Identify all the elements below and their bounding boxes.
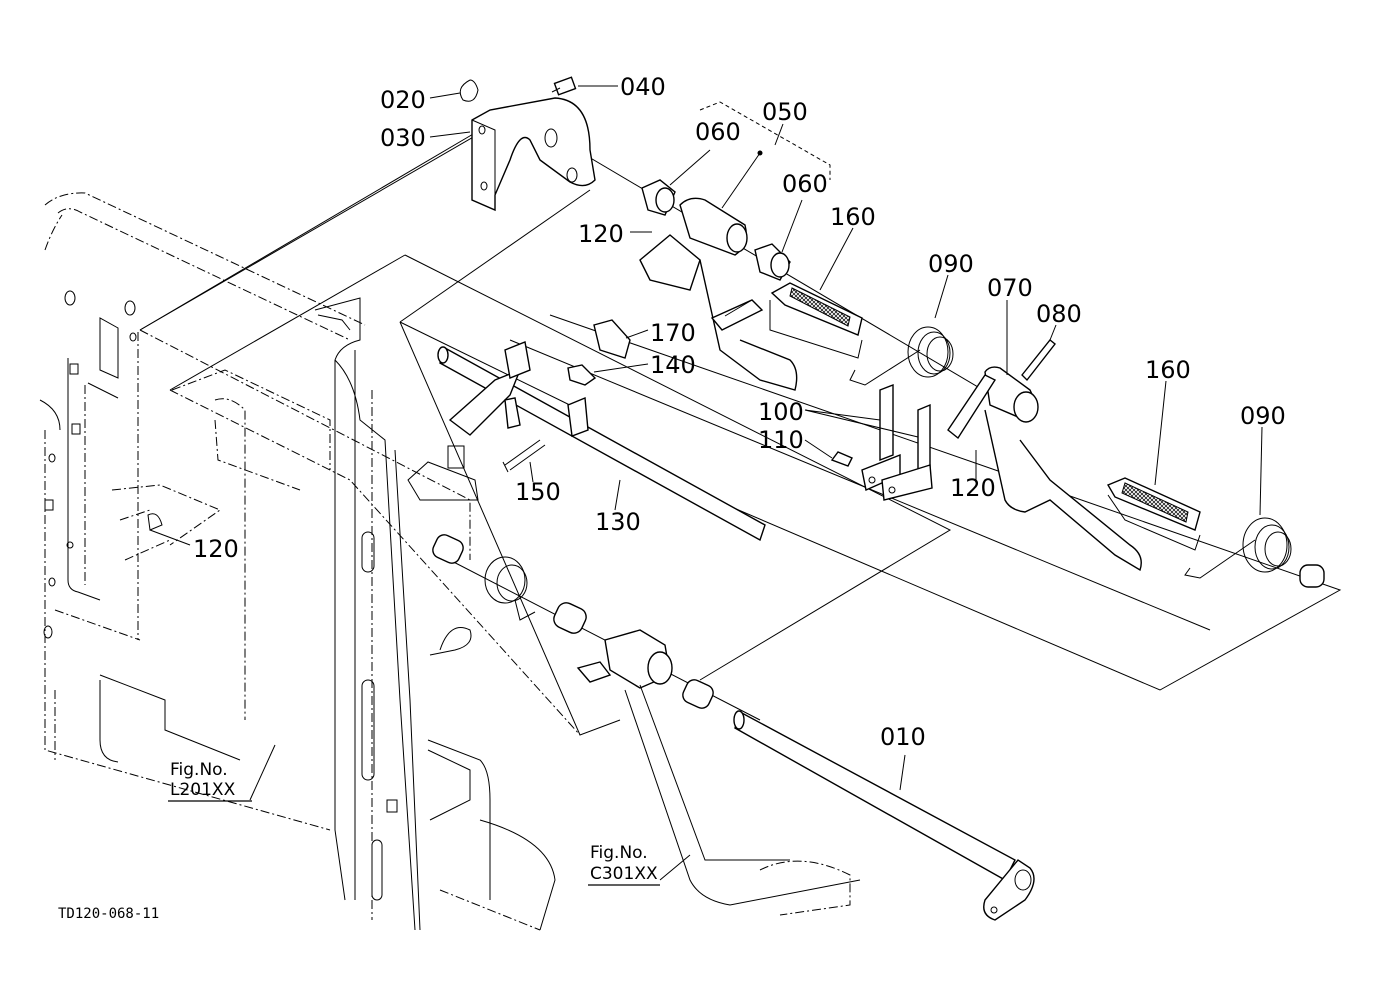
part-170-pad — [593, 319, 631, 359]
spring-lower — [484, 556, 536, 621]
callout-120-upper: 120 — [578, 220, 624, 248]
callout-070: 070 — [987, 274, 1033, 302]
part-060-bushing-2 — [754, 243, 791, 281]
assembly-outline-lines — [139, 101, 1342, 736]
callout-160-upper: 160 — [830, 203, 876, 231]
callout-020: 020 — [380, 86, 426, 114]
part-150-spring — [502, 439, 546, 473]
drawing-code: TD120-068-11 — [58, 906, 159, 922]
callout-010: 010 — [880, 723, 926, 751]
figure-ref-C301XX-line2: C301XX — [590, 864, 658, 884]
callout-labels: 020 030 040 050 060 060 070 080 090 090 … — [193, 73, 1286, 751]
part-end-bushing — [1299, 564, 1325, 588]
bushing-lower-1 — [432, 534, 464, 564]
bushing-lower-3 — [682, 679, 714, 709]
callout-040: 040 — [620, 73, 666, 101]
part-010-pedal-shaft — [733, 710, 1035, 921]
part-050-brake-pedal-assembly — [639, 197, 798, 391]
figure-ref-L201XX-line2: L201XX — [170, 780, 236, 800]
part-090-torsion-spring-1 — [849, 326, 954, 386]
callout-080: 080 — [1036, 300, 1082, 328]
callout-030: 030 — [380, 124, 426, 152]
callout-060-lower: 060 — [782, 170, 828, 198]
frame-phantom — [39, 192, 556, 931]
callout-150: 150 — [515, 478, 561, 506]
leader-lines — [149, 85, 1263, 881]
part-160-pedal-pad-1 — [769, 282, 863, 359]
callout-160-lower: 160 — [1145, 356, 1191, 384]
figure-ref-C301XX[interactable]: Fig.No. C301XX — [588, 843, 660, 886]
part-040-grease-fitting — [551, 76, 577, 96]
part-090-torsion-spring-2 — [1184, 517, 1292, 579]
part-130-cross-shaft — [437, 341, 766, 542]
callout-120-right: 120 — [950, 474, 996, 502]
callout-050: 050 — [762, 98, 808, 126]
callout-090-upper: 090 — [928, 250, 974, 278]
clutch-pedal-arm — [576, 629, 861, 916]
callout-060-upper: 060 — [695, 118, 741, 146]
part-070-pedal-arm — [947, 366, 1142, 572]
part-020-snap-ring — [459, 79, 479, 102]
callout-130: 130 — [595, 508, 641, 536]
figure-ref-L201XX[interactable]: Fig.No. L201XX — [168, 760, 252, 802]
bushing-lower-2 — [553, 602, 587, 634]
callout-110: 110 — [758, 426, 804, 454]
part-100-link-rods — [861, 383, 933, 501]
callout-120-left: 120 — [193, 535, 239, 563]
part-030-bracket — [471, 97, 596, 212]
part-140-fitting — [567, 364, 597, 386]
callout-170: 170 — [650, 319, 696, 347]
figure-ref-C301XX-line1: Fig.No. — [590, 843, 648, 863]
callout-090-lower: 090 — [1240, 402, 1286, 430]
part-110-clevis-pin — [830, 451, 853, 467]
callout-140: 140 — [650, 351, 696, 379]
part-060-bushing-1 — [641, 179, 676, 216]
figure-ref-L201XX-line1: Fig.No. — [170, 760, 228, 780]
part-160-pedal-pad-2 — [1106, 477, 1201, 551]
part-080-pin — [1021, 339, 1056, 382]
callout-100: 100 — [758, 398, 804, 426]
